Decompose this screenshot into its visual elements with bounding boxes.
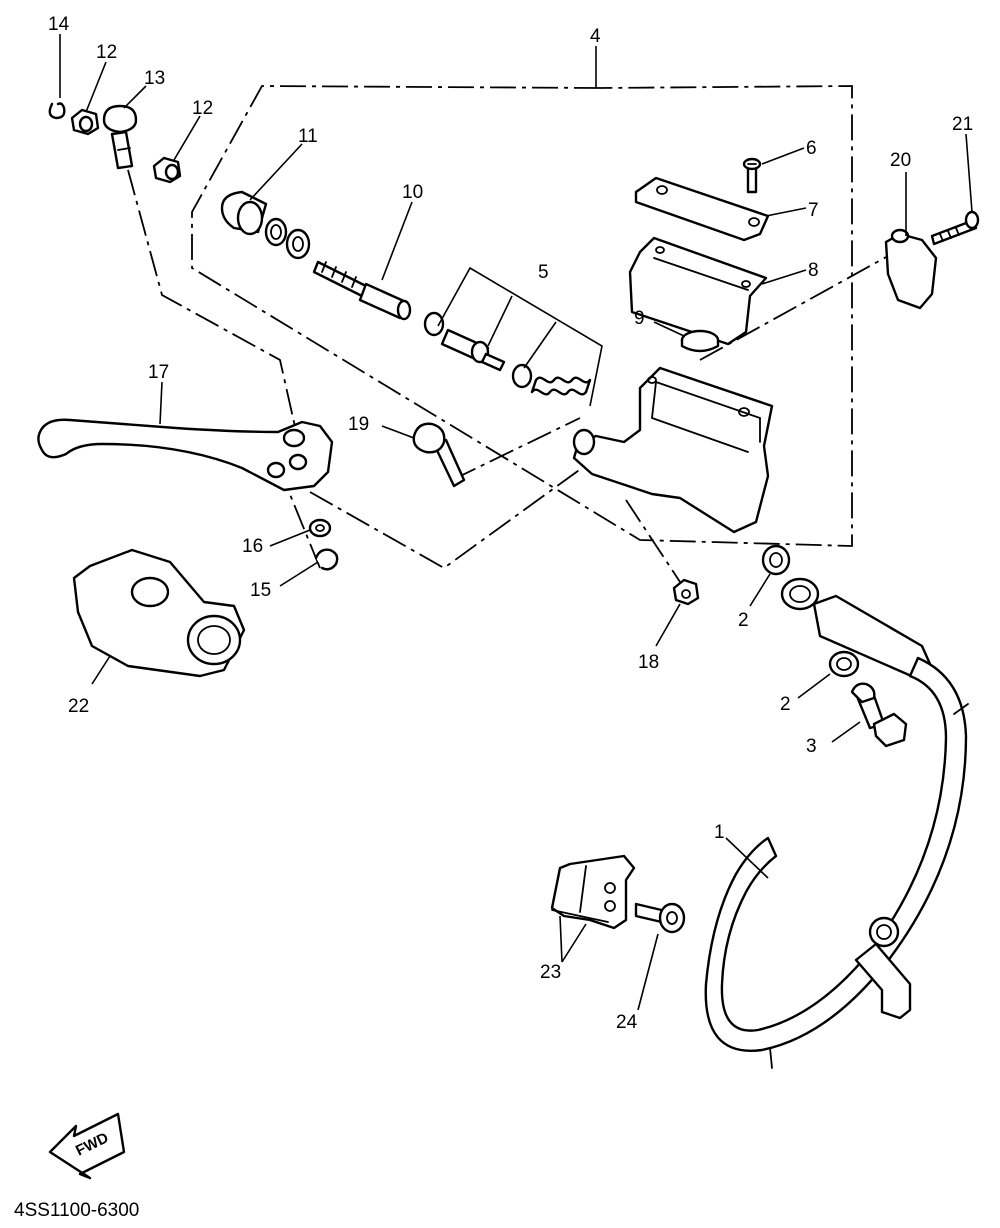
clutch-hose-part-1	[704, 577, 969, 1069]
forward-arrow-icon: FWD	[48, 1112, 126, 1180]
callout-18: 18	[638, 652, 659, 673]
washer-near-boot-b	[285, 228, 311, 260]
boot-part-11	[220, 190, 268, 236]
circlip-part-14	[48, 102, 66, 120]
callout-19: 19	[348, 414, 369, 435]
push-rod-part-10	[312, 260, 412, 321]
callout-9: 9	[634, 308, 645, 329]
nut-part-12-right	[152, 156, 182, 184]
pivot-bolt-part-13	[102, 104, 138, 170]
callout-22: 22	[68, 696, 89, 717]
callout-3: 3	[806, 736, 817, 757]
callout-5: 5	[538, 262, 549, 283]
lever-cover-part-22	[72, 548, 246, 678]
assembly-linkage-lines	[127, 169, 889, 589]
callout-16: 16	[242, 536, 263, 557]
hose-guide-part-23	[550, 854, 636, 930]
gasket-part-2-lower	[828, 650, 860, 678]
piston-kit-part-5	[423, 266, 603, 407]
callout-13: 13	[144, 68, 165, 89]
screw-part-6	[742, 157, 762, 194]
holder-part-20	[884, 228, 938, 310]
callout-15: 15	[250, 580, 271, 601]
callout-20: 20	[890, 150, 911, 171]
plate-part-9	[680, 329, 720, 353]
circlip-part-15	[314, 548, 339, 571]
callout-8: 8	[808, 260, 819, 281]
callout-24: 24	[616, 1012, 638, 1033]
callout-21: 21	[952, 114, 973, 135]
callout-2-lower: 2	[780, 694, 791, 715]
nut-part-12-left	[70, 108, 100, 136]
assembly-boundary-4	[191, 85, 853, 547]
nut-part-18	[672, 578, 700, 606]
callout-2-upper: 2	[738, 610, 749, 631]
callout-10: 10	[402, 182, 423, 203]
drawing-code: 4SS1100-6300	[14, 1200, 139, 1221]
union-bolt-part-3	[850, 682, 908, 748]
washer-part-16	[308, 518, 332, 538]
cap-cover-part-7	[634, 176, 770, 242]
callout-17: 17	[148, 362, 169, 383]
gasket-part-2-upper	[761, 544, 791, 576]
washer-near-boot-a	[264, 217, 288, 247]
callout-labels: 1 2 2 3 4 5 6 7 8 9 10 11 12 12 13 14 15…	[48, 14, 973, 1033]
callout-7: 7	[808, 200, 819, 221]
callout-11: 11	[298, 126, 318, 147]
callout-23: 23	[540, 962, 561, 983]
callout-1: 1	[714, 822, 725, 843]
clutch-lever-part-17	[37, 418, 334, 492]
guide-bolt-part-24	[634, 902, 686, 934]
callout-4: 4	[590, 26, 601, 47]
lever-bolt-part-19	[412, 422, 466, 488]
leader-lines	[59, 34, 973, 1011]
master-cylinder-body	[572, 366, 774, 534]
diaphragm-part-8	[628, 236, 768, 346]
bolt-part-21	[930, 210, 980, 246]
callout-12-left: 12	[96, 42, 117, 63]
callout-12-right: 12	[192, 98, 213, 119]
callout-6: 6	[806, 138, 817, 159]
callout-14: 14	[48, 14, 70, 35]
